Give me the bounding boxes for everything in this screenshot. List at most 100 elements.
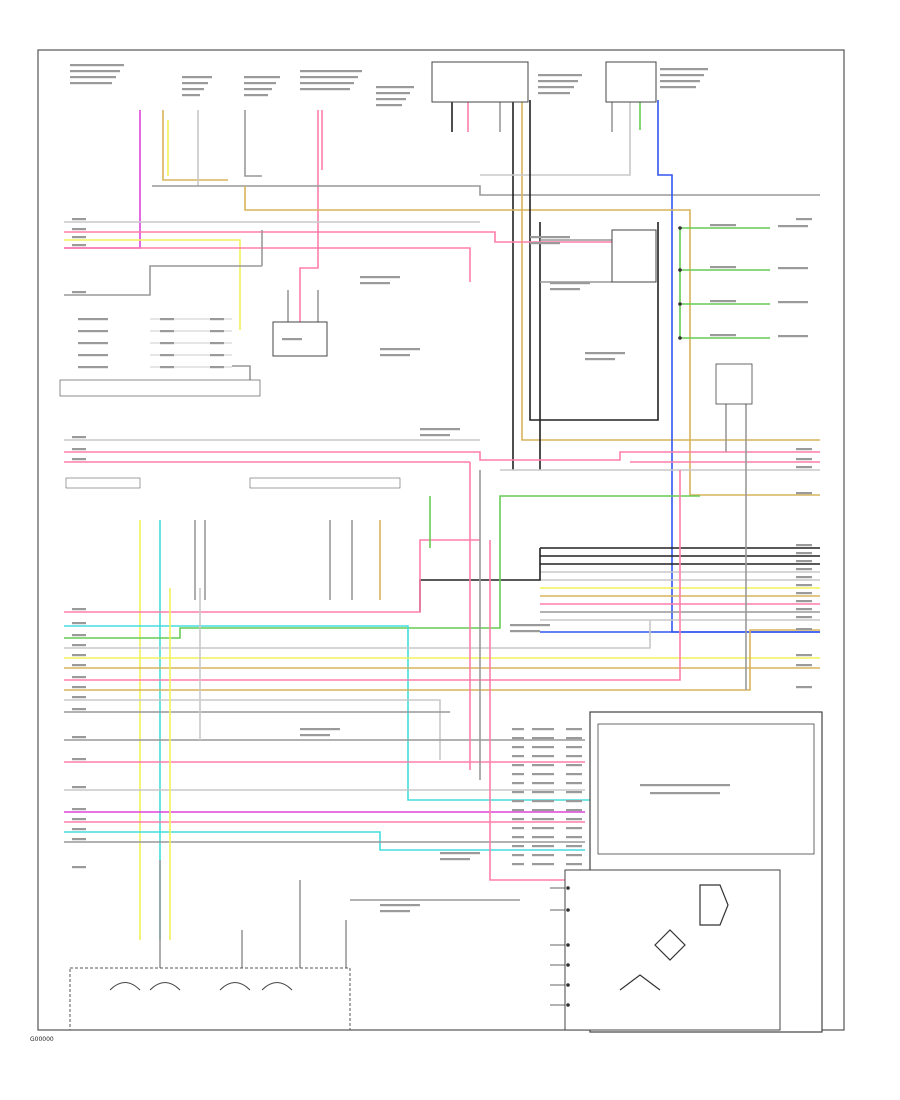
label-block — [532, 746, 554, 749]
wire-yellow — [64, 239, 241, 330]
label-block — [550, 288, 580, 291]
right-pin-label — [796, 600, 812, 603]
right-pin-label — [796, 552, 812, 555]
wire-pink — [64, 247, 471, 282]
wire-magenta — [64, 110, 141, 249]
label-block — [566, 818, 582, 821]
label-block — [532, 791, 554, 794]
wire-cyan — [64, 831, 585, 851]
splice-dot — [678, 268, 682, 272]
label-block — [585, 358, 615, 361]
header-label — [300, 76, 358, 79]
header-label — [244, 88, 272, 91]
wire-gray — [64, 265, 262, 296]
wire-tan — [162, 110, 228, 181]
label-block — [530, 236, 570, 239]
splice-dot — [566, 886, 570, 890]
header-label — [244, 76, 280, 79]
right-pin-label — [796, 492, 812, 495]
header-label — [182, 76, 212, 79]
label-block — [420, 434, 450, 437]
label-block — [532, 764, 554, 767]
top-connector-right — [605, 61, 657, 103]
label-block — [210, 318, 224, 321]
header-label — [538, 92, 570, 95]
label-block — [566, 854, 582, 857]
right-pin-label — [796, 576, 812, 579]
left-pin-label — [72, 808, 86, 811]
splice-dot — [566, 1003, 570, 1007]
relay-box — [611, 229, 657, 283]
right-relay-box — [715, 363, 753, 405]
label-block — [210, 330, 224, 333]
label-block — [380, 904, 420, 907]
header-label — [376, 104, 402, 107]
right-pin-label — [796, 664, 812, 667]
left-note-box — [59, 379, 261, 397]
right-pin-label — [796, 448, 812, 451]
page-code: G00000 — [30, 1036, 54, 1043]
label-block — [160, 342, 174, 345]
label-block — [532, 737, 554, 740]
left-pin-label — [72, 622, 86, 625]
right-pin-label — [796, 628, 812, 631]
label-block — [530, 242, 560, 245]
splice-dot — [566, 908, 570, 912]
label-block — [566, 755, 582, 758]
coil-symbols — [109, 982, 293, 991]
header-label — [538, 74, 582, 77]
label-block — [532, 863, 554, 866]
right-pin-label — [796, 592, 812, 595]
label-block — [512, 755, 524, 758]
top-connector-left — [431, 61, 529, 103]
left-pin-label — [72, 608, 86, 611]
output-label — [778, 267, 808, 270]
left-pin-label — [72, 436, 86, 439]
label-block — [78, 354, 108, 357]
label-block — [566, 800, 582, 803]
label-block — [160, 318, 174, 321]
wire-gray — [244, 110, 262, 177]
left-pin-label — [72, 786, 86, 789]
wire-black — [529, 100, 659, 421]
label-block — [566, 827, 582, 830]
wire-pink — [64, 451, 820, 461]
diode-symbol — [654, 929, 686, 961]
label-block — [566, 845, 582, 848]
left-pin-label — [72, 218, 86, 221]
label-block — [78, 330, 108, 333]
left-pin-label — [72, 708, 86, 711]
wire-gray — [152, 185, 820, 196]
label-block — [160, 366, 174, 369]
solenoid-block — [564, 869, 781, 1031]
label-block — [160, 330, 174, 333]
label-block — [510, 624, 550, 627]
label-block — [78, 342, 108, 345]
label-block — [512, 800, 524, 803]
label-block — [532, 755, 554, 758]
left-pin-label — [72, 644, 86, 647]
label-block — [566, 773, 582, 776]
label-block — [532, 818, 554, 821]
header-label — [182, 88, 204, 91]
right-pin-label — [796, 218, 812, 221]
label-block — [512, 809, 524, 812]
label-block — [160, 354, 174, 357]
right-pin-label — [796, 686, 812, 689]
left-pin-label — [72, 654, 86, 657]
label-block — [585, 352, 625, 355]
right-pin-label — [796, 584, 812, 587]
output-label — [778, 225, 808, 228]
label-block — [440, 858, 470, 861]
label-block — [566, 809, 582, 812]
splice-dot — [566, 983, 570, 987]
label-block — [512, 827, 524, 830]
left-pin-label — [72, 634, 86, 637]
label-block — [512, 773, 524, 776]
switch-symbol — [619, 974, 661, 991]
label-block — [512, 764, 524, 767]
module-center-label — [249, 477, 401, 489]
left-pin-label — [72, 664, 86, 667]
splice-dot — [678, 302, 682, 306]
wire-layer — [64, 100, 820, 1006]
